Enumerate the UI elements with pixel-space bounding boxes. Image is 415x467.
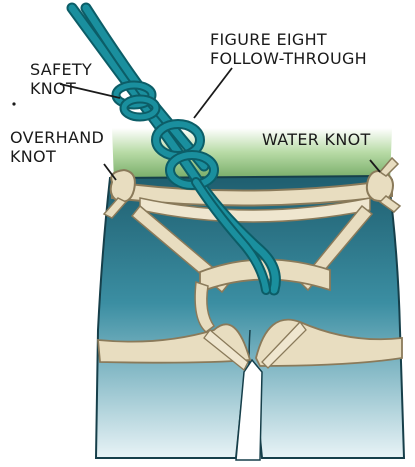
safety-knot-label-line1: SAFETY [30,60,92,79]
stray-dot [12,102,15,105]
overhand-knot-shape [111,170,135,202]
water-knot-label-text: WATER KNOT [262,130,371,149]
safety-knot-label-line2: KNOT [30,79,92,98]
figure-eight-label-line2: FOLLOW-THROUGH [210,49,367,68]
water-knot-label: WATER KNOT [262,130,371,149]
figure-eight-leader [194,68,232,118]
figure-eight-label: FIGURE EIGHT FOLLOW-THROUGH [210,30,367,68]
safety-knot-label: SAFETY KNOT [30,60,92,98]
overhand-knot-label: OVERHAND KNOT [10,128,104,166]
overhand-knot-label-line2: KNOT [10,147,104,166]
overhand-knot-label-line1: OVERHAND [10,128,104,147]
figure-eight-label-line1: FIGURE EIGHT [210,30,367,49]
water-knot-shape [367,171,393,201]
